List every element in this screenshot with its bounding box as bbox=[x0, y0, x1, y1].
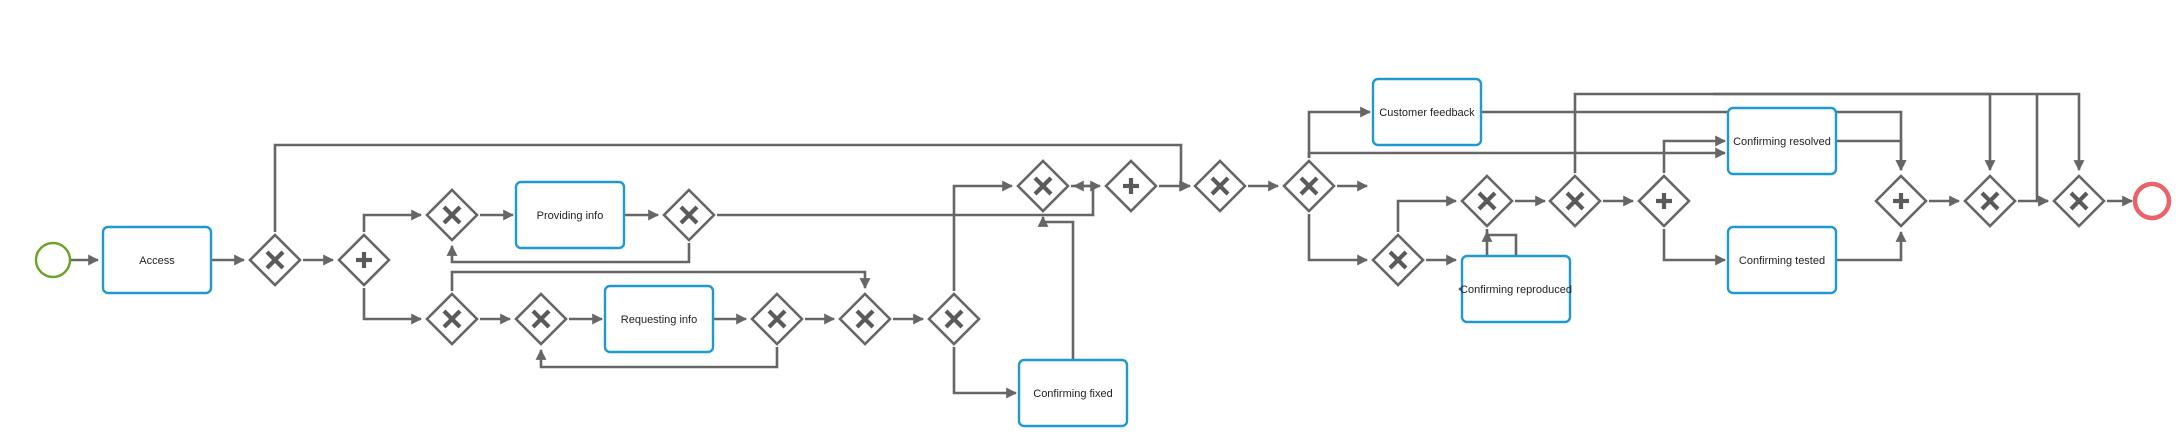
sequence-flow bbox=[1307, 214, 1369, 266]
exclusive-gateway[interactable] bbox=[1963, 174, 2017, 228]
exclusive-gateway[interactable] bbox=[927, 292, 981, 346]
task-label: Requesting info bbox=[621, 314, 697, 326]
x-icon bbox=[531, 309, 551, 329]
sequence-flow bbox=[1307, 147, 1727, 159]
sequence-flow bbox=[1481, 230, 1518, 256]
sequence-flow bbox=[535, 347, 779, 369]
task-label: Confirming fixed bbox=[1033, 388, 1112, 400]
x-icon bbox=[679, 205, 699, 225]
sequence-flow bbox=[1836, 230, 1907, 262]
sequence-flow bbox=[1037, 215, 1075, 360]
plus-icon bbox=[1893, 193, 1909, 209]
task-label: Confirming tested bbox=[1739, 255, 1825, 267]
exclusive-gateway[interactable] bbox=[1460, 174, 1514, 228]
task-box bbox=[1460, 254, 1572, 324]
x-icon bbox=[1033, 176, 1053, 196]
x-icon bbox=[944, 309, 964, 329]
exclusive-gateway[interactable] bbox=[248, 233, 302, 287]
x-icon bbox=[2069, 191, 2089, 211]
x-icon bbox=[1210, 176, 1230, 196]
exclusive-gateway[interactable] bbox=[750, 292, 804, 346]
sequence-flow bbox=[1396, 195, 1458, 232]
task-confirming-reproduced[interactable]: Confirming reproduced bbox=[1460, 254, 1572, 324]
task-box bbox=[1726, 106, 1838, 176]
sequence-flow bbox=[362, 288, 423, 325]
task-confirming-tested[interactable]: Confirming tested bbox=[1726, 225, 1838, 295]
sequence-flow bbox=[450, 270, 871, 291]
exclusive-gateway[interactable] bbox=[425, 188, 479, 242]
task-requesting-info[interactable]: Requesting info bbox=[603, 284, 715, 354]
task-label: Access bbox=[139, 255, 175, 267]
sequence-flow bbox=[362, 209, 423, 232]
parallel-gateway[interactable] bbox=[337, 233, 391, 287]
sequence-flow bbox=[952, 180, 1014, 291]
task-label: Providing info bbox=[537, 210, 604, 222]
end-event bbox=[2132, 181, 2172, 221]
x-icon bbox=[442, 309, 462, 329]
exclusive-gateway[interactable] bbox=[838, 292, 892, 346]
task-label: Confirming resolved bbox=[1733, 136, 1831, 148]
parallel-gateway[interactable] bbox=[1874, 174, 1928, 228]
x-icon bbox=[1980, 191, 2000, 211]
start-event bbox=[34, 241, 72, 279]
plus-icon bbox=[1123, 178, 1139, 194]
parallel-gateway[interactable] bbox=[1637, 174, 1691, 228]
exclusive-gateway[interactable] bbox=[2052, 174, 2106, 228]
task-access[interactable]: Access bbox=[101, 225, 213, 295]
exclusive-gateway[interactable] bbox=[425, 292, 479, 346]
x-icon bbox=[1477, 191, 1497, 211]
x-icon bbox=[1565, 191, 1585, 211]
sequence-flow bbox=[952, 347, 1018, 399]
plus-icon bbox=[1656, 193, 1672, 209]
task-providing-info[interactable]: Providing info bbox=[514, 180, 626, 250]
exclusive-gateway[interactable] bbox=[1016, 159, 1070, 213]
task-label: Customer feedback bbox=[1379, 107, 1475, 119]
sequence-flow bbox=[1307, 106, 1372, 158]
exclusive-gateway[interactable] bbox=[662, 188, 716, 242]
exclusive-gateway[interactable] bbox=[1548, 174, 1602, 228]
task-customer-feedback[interactable]: Customer feedback bbox=[1371, 77, 1483, 147]
sequence-flow bbox=[1836, 139, 1907, 172]
x-icon bbox=[767, 309, 787, 329]
sequence-flow bbox=[2035, 94, 2050, 207]
exclusive-gateway[interactable] bbox=[514, 292, 568, 346]
x-icon bbox=[442, 205, 462, 225]
exclusive-gateway[interactable] bbox=[1193, 159, 1247, 213]
task-confirming-resolved[interactable]: Confirming resolved bbox=[1726, 106, 1838, 176]
sequence-flow bbox=[1662, 229, 1727, 266]
task-box bbox=[603, 284, 715, 354]
sequence-flow bbox=[446, 243, 691, 264]
task-box bbox=[1726, 225, 1838, 295]
sequence-flow bbox=[1662, 135, 1727, 173]
parallel-gateway[interactable] bbox=[1104, 159, 1158, 213]
task-box bbox=[101, 225, 213, 295]
task-confirming-fixed[interactable]: Confirming fixed bbox=[1017, 358, 1129, 428]
plus-icon bbox=[356, 252, 372, 268]
sequence-flows bbox=[70, 92, 2134, 399]
task-box bbox=[1371, 77, 1483, 147]
x-icon bbox=[1388, 250, 1408, 270]
exclusive-gateway[interactable] bbox=[1371, 233, 1425, 287]
x-icon bbox=[265, 250, 285, 270]
sequence-flow bbox=[1713, 92, 1996, 172]
x-icon bbox=[855, 309, 875, 329]
x-icon bbox=[1299, 176, 1319, 196]
task-box bbox=[514, 180, 626, 250]
task-box bbox=[1017, 358, 1129, 428]
exclusive-gateway[interactable] bbox=[1282, 159, 1336, 213]
task-label: Confirming reproduced bbox=[1460, 284, 1572, 296]
